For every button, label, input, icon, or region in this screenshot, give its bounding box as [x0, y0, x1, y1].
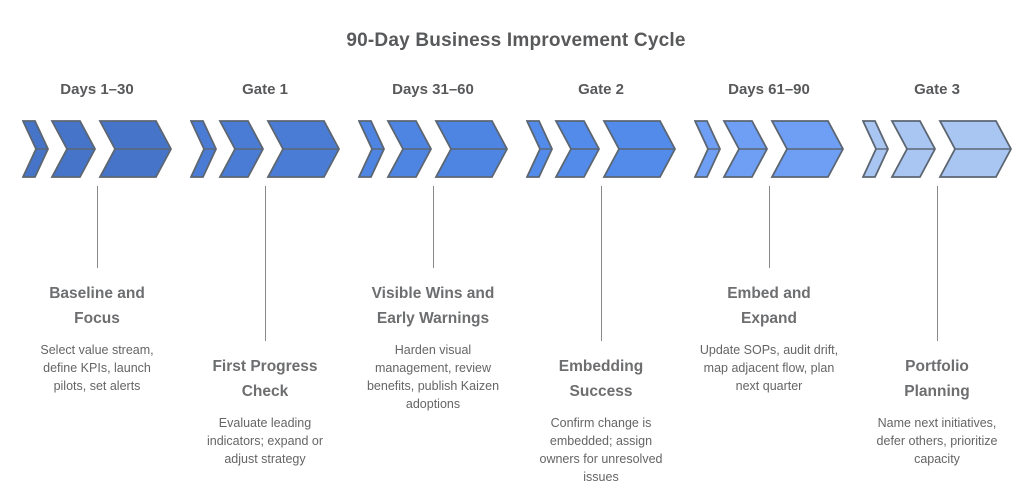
- stage-description: Update SOPs, audit drift, map adjacent f…: [699, 343, 839, 393]
- connector-line: [768, 186, 770, 268]
- stage-description: Confirm change is embedded; assign owner…: [539, 416, 663, 484]
- stage-heading: Embed and Expand: [727, 285, 811, 327]
- connector-line: [936, 186, 938, 341]
- stage-heading: Visible Wins and Early Warnings: [371, 285, 495, 327]
- connector-line: [264, 186, 266, 341]
- connector-line: [600, 186, 602, 341]
- stage-column-4: Gate 2 Embedding Success Confirm change …: [517, 80, 685, 486]
- page-title: 90-Day Business Improvement Cycle: [346, 30, 686, 51]
- stage-column-5: Days 61–90 Embed and Expand Update SOPs,…: [685, 80, 853, 486]
- stage-label: Gate 3: [914, 81, 960, 98]
- connector-line: [432, 186, 434, 268]
- stage-label: Days 1–30: [60, 81, 134, 98]
- stage-column-6: Gate 3 Portfolio Planning Name next init…: [853, 80, 1021, 486]
- chevron-arrows-icon: [694, 120, 844, 178]
- chevron-arrows-icon: [358, 120, 508, 178]
- stage-column-2: Gate 1 First Progress Check Evaluate lea…: [181, 80, 349, 486]
- stage-description: Name next initiatives, defer others, pri…: [876, 416, 998, 466]
- chevron-arrows-icon: [190, 120, 340, 178]
- stage-label: Gate 1: [242, 81, 288, 98]
- stage-description: Evaluate leading indicators; expand or a…: [206, 416, 324, 466]
- chevron-arrows-icon: [862, 120, 1012, 178]
- stage-label: Gate 2: [578, 81, 624, 98]
- stage-column-1: Days 1–30 Baseline and Focus Select valu…: [13, 80, 181, 486]
- chevron-arrows-icon: [22, 120, 172, 178]
- stage-heading: Baseline and Focus: [49, 285, 145, 327]
- stage-description: Select value stream, define KPIs, launch…: [40, 343, 154, 393]
- stage-heading: Portfolio Planning: [904, 358, 970, 400]
- stage-description: Harden visual management, review benefit…: [366, 343, 500, 411]
- stage-heading: First Progress Check: [212, 358, 318, 400]
- stage-label: Days 61–90: [728, 81, 810, 98]
- connector-line: [96, 186, 98, 268]
- stages-row: Days 1–30 Baseline and Focus Select valu…: [13, 80, 1021, 486]
- stage-label: Days 31–60: [392, 81, 474, 98]
- stage-heading: Embedding Success: [558, 358, 644, 400]
- chevron-arrows-icon: [526, 120, 676, 178]
- stage-column-3: Days 31–60 Visible Wins and Early Warnin…: [349, 80, 517, 486]
